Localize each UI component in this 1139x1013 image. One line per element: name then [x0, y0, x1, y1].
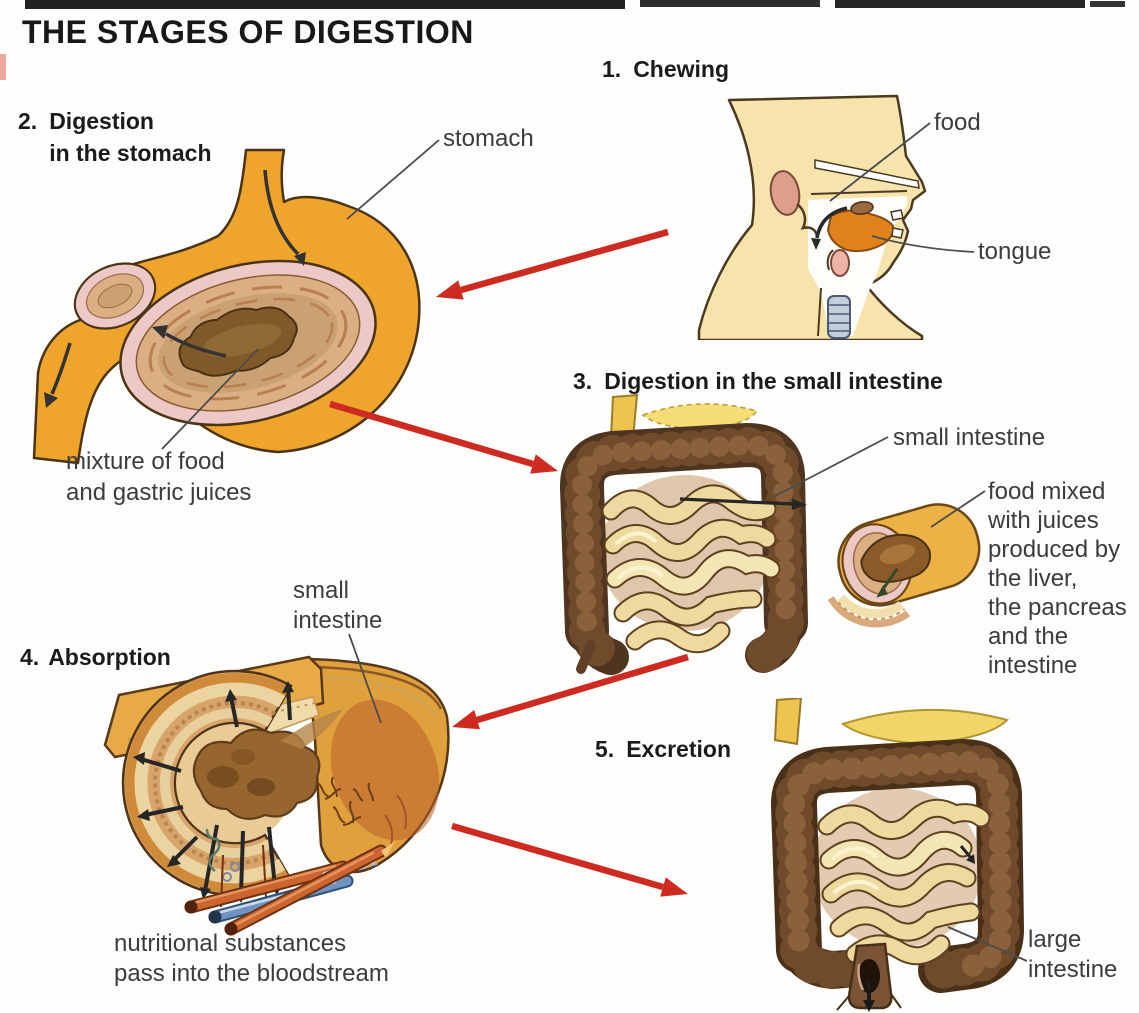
small-intestine-4-leader-line [348, 633, 382, 724]
stomach-cutaway [119, 259, 377, 427]
mixture-leader-line [161, 348, 259, 450]
small-intestine-leader-line [772, 436, 889, 498]
food-mixed-leader-line [930, 490, 986, 528]
stomach-silhouette [840, 708, 1009, 746]
mixture-label: mixture of food and gastric juices [66, 448, 252, 506]
stage-2-title: Digestion in the stomach [49, 108, 212, 166]
large-intestine-leader-line [947, 926, 1028, 962]
nutritional-label: nutritional substances pass into the blo… [114, 930, 389, 987]
scan-artifact [640, 0, 820, 7]
food-leader-line [829, 122, 931, 202]
intestine-coils [601, 484, 781, 654]
tongue-label: tongue [978, 238, 1052, 265]
swallow-arrow [815, 206, 848, 239]
stage-4-header: 4. Absorption [20, 641, 171, 673]
stage-5-number: 5. [595, 736, 615, 762]
intestine-coils [817, 798, 991, 966]
page-title: THE STAGES OF DIGESTION [22, 14, 474, 50]
stage-4-title: Absorption [48, 644, 171, 670]
food-mass [192, 728, 321, 820]
large-intestine-label: large intestine [1028, 926, 1118, 983]
stage-4-number: 4. [20, 644, 40, 670]
small-intestine-illustration [560, 393, 808, 675]
stomach-illustration [32, 148, 421, 465]
arrow-1-to-2 [460, 228, 669, 294]
scan-artifact [835, 0, 1085, 8]
small-intestine-cutaway-label: small intestine [293, 577, 383, 634]
excretion-illustration [771, 698, 1024, 1012]
stage-flow-arrows [329, 228, 689, 897]
ear-shape [769, 170, 801, 216]
absorption-illustration [103, 655, 450, 936]
stomach-silhouette [641, 403, 759, 430]
stage-3-number: 3. [573, 368, 593, 394]
arrow-4-to-5 [451, 822, 664, 891]
scan-artifact [1090, 1, 1125, 7]
small-intestine-label: small intestine [893, 424, 1046, 451]
food-mixed-label: food mixed with juices produced by the l… [988, 478, 1127, 679]
bulb-cutaway [73, 262, 157, 330]
stage-1-header: 1. Chewing [602, 53, 729, 85]
tongue-leader-line [871, 235, 975, 253]
intestine-tube-cross-section [827, 503, 981, 628]
stage-5-header: 5. Excretion [595, 733, 731, 765]
stage-3-header: 3. Digestion in the small intestine [573, 365, 943, 397]
blood-vessels [184, 841, 395, 936]
stage-1-title: Chewing [633, 56, 730, 82]
stomach-label: stomach [443, 125, 534, 152]
scan-artifact [0, 54, 6, 80]
colon-frame [560, 423, 808, 675]
food-bolus [850, 200, 874, 216]
stage-2-header: 2. Digestion in the stomach [18, 105, 212, 169]
trachea-rings [827, 295, 851, 339]
rectum [836, 942, 902, 1011]
zoom-out-arrow [679, 497, 794, 506]
stage-1-number: 1. [602, 56, 622, 82]
arrow-2-to-3 [329, 400, 534, 468]
stage-3-title: Digestion in the small intestine [604, 368, 943, 394]
stomach-flow-arrows [50, 169, 300, 395]
food-label: food [934, 109, 981, 136]
stage-2-number: 2. [18, 108, 38, 134]
stomach-leader-line [346, 139, 440, 220]
arrow-3-to-4 [476, 653, 689, 724]
scan-artifact [25, 0, 625, 9]
colon-frame [771, 739, 1024, 993]
leader-lines [161, 122, 1028, 962]
head-profile [697, 94, 927, 340]
villi-tufts [316, 776, 407, 846]
chewing-head-illustration [697, 94, 927, 340]
stage-5-title: Excretion [626, 736, 732, 762]
